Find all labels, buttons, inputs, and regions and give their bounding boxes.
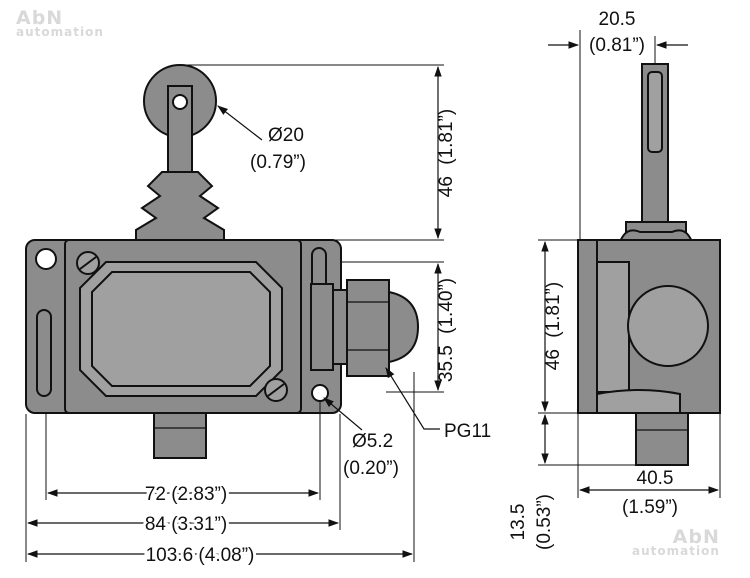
side-lever xyxy=(618,63,694,243)
svg-text:46 (1.81”): 46 (1.81”) xyxy=(543,282,564,370)
width-84-label: 84 (3.31”) xyxy=(145,514,227,535)
watermark-bottom: AbN automation xyxy=(632,526,720,558)
dimension-lever-width: 20.5 (0.81”) xyxy=(548,9,688,240)
rubber-bellows xyxy=(135,171,225,243)
side-depth-mm: 40.5 xyxy=(637,468,674,489)
watermark-brand-bottom: AbN xyxy=(672,526,720,548)
bottom-plunger xyxy=(153,409,207,459)
side-housing xyxy=(577,239,721,414)
svg-text:46 (1.81”): 46 (1.81”) xyxy=(436,109,457,197)
dimension-plunger-length: 13.5 (0.53”) xyxy=(508,413,636,550)
body-height-inch: (1.40”) xyxy=(436,278,457,334)
switch-housing xyxy=(25,239,342,414)
gland-label: PG11 xyxy=(444,421,491,442)
roller-diameter-mm: Ø20 xyxy=(268,125,304,146)
plunger-length-mm: 13.5 xyxy=(508,504,529,541)
side-height-inch: (1.81”) xyxy=(543,282,564,338)
dimension-roller-height: 46 (1.81”) xyxy=(180,64,457,241)
roller-diameter-inch: (0.79”) xyxy=(250,152,306,173)
screw-top xyxy=(76,251,100,275)
roller-lever xyxy=(143,64,217,177)
dimension-widths: 72 (2.83”) 84 (3.31”) 103.6 (4.08”) xyxy=(25,372,415,569)
front-view: 46 (1.81”) Ø20 (0.79”) 35.5 (1.40”) PG11 xyxy=(25,64,491,569)
dimension-hole-diameter: Ø5.2 (0.20”) xyxy=(323,397,399,479)
screw-bottom xyxy=(264,378,288,402)
width-total-label: 103.6 (4.08”) xyxy=(146,545,255,566)
watermark-subtitle-bottom: automation xyxy=(632,544,720,558)
cable-gland xyxy=(310,279,420,377)
lever-width-mm: 20.5 xyxy=(599,9,636,30)
side-plunger xyxy=(635,412,689,466)
side-view: 20.5 (0.81”) 46 (1.81”) 13.5 (0.53”) 40.… xyxy=(508,9,721,550)
svg-text:35.5 (1.40”): 35.5 (1.40”) xyxy=(436,278,457,382)
dimension-side-depth: 40.5 (1.59”) xyxy=(577,413,721,518)
dimension-body-height: 35.5 (1.40”) xyxy=(340,261,457,393)
watermark-brand: AbN xyxy=(16,7,64,29)
hole-diameter-mm: Ø5.2 xyxy=(352,431,393,452)
side-height-mm: 46 xyxy=(543,349,564,370)
lever-width-inch: (0.81”) xyxy=(589,35,645,56)
watermark-subtitle: automation xyxy=(16,25,104,39)
body-height-mm: 35.5 xyxy=(436,345,457,382)
plunger-length-inch: (0.53”) xyxy=(534,494,555,550)
side-depth-inch: (1.59”) xyxy=(622,497,678,518)
roller-height-mm: 46 xyxy=(436,176,457,197)
roller-height-inch: (1.81”) xyxy=(436,109,457,165)
dimension-side-height: 46 (1.81”) xyxy=(538,239,578,414)
width-72-label: 72 (2.83”) xyxy=(145,484,227,505)
dimension-roller-diameter: Ø20 (0.79”) xyxy=(217,105,306,173)
watermark-top: AbN automation xyxy=(16,7,104,39)
hole-diameter-inch: (0.20”) xyxy=(343,458,399,479)
gland-callout: PG11 xyxy=(385,367,491,442)
